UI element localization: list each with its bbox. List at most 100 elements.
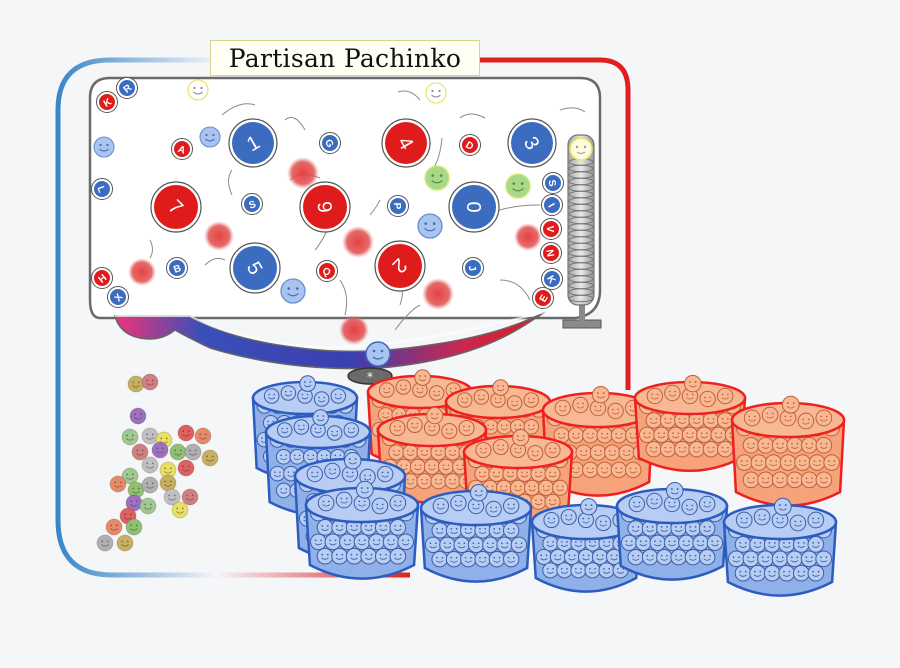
- ball-launcher-tube: [562, 134, 602, 329]
- small-peg-B: B: [166, 257, 188, 279]
- loose-ball: [177, 459, 195, 477]
- blue-bucket: [530, 498, 642, 593]
- drain-hole: [347, 367, 393, 385]
- loose-ball: [194, 427, 212, 445]
- red-ball-blurred: [422, 278, 454, 310]
- small-peg-label: P: [391, 203, 402, 210]
- small-peg-N: N: [540, 242, 562, 264]
- loose-ball: [129, 407, 147, 425]
- big-peg-4: 4: [381, 118, 431, 168]
- blue-ball: [280, 278, 306, 304]
- small-peg-X: X: [107, 286, 129, 308]
- red-ball-blurred: [514, 223, 542, 251]
- blue-ball: [417, 213, 443, 239]
- outer-frame: [480, 57, 631, 390]
- small-peg-G: G: [319, 132, 341, 154]
- small-peg-S: S: [241, 193, 263, 215]
- red-bucket: [730, 395, 846, 507]
- tube-top-ball: [569, 137, 593, 161]
- small-peg-J: J: [462, 257, 484, 279]
- loose-ball: [139, 497, 157, 515]
- small-peg-V: V: [540, 218, 562, 240]
- small-peg-label: S: [546, 179, 558, 188]
- red-ball-blurred: [128, 258, 156, 286]
- small-peg-label: A: [176, 144, 187, 157]
- loose-ball: [159, 474, 177, 492]
- small-peg-label: S: [247, 199, 257, 212]
- small-peg-P: P: [387, 195, 409, 217]
- loose-ball: [109, 475, 127, 493]
- big-peg-5: 5: [229, 242, 281, 294]
- red-ball-blurred: [287, 157, 319, 189]
- small-peg-label: V: [544, 226, 555, 233]
- small-peg-label: B: [172, 263, 183, 276]
- outer-frame-left: [55, 57, 410, 578]
- small-peg-label: E: [538, 293, 551, 305]
- small-peg-label: I: [545, 202, 556, 210]
- loose-ball: [181, 488, 199, 506]
- loose-ball: [121, 428, 139, 446]
- small-peg-I: I: [541, 194, 563, 216]
- loose-ball: [141, 427, 159, 445]
- collector-tray: [114, 311, 546, 370]
- loose-ball: [184, 443, 202, 461]
- title-banner: Partisan Pachinko: [210, 40, 480, 76]
- blue-bucket: [615, 481, 729, 581]
- yellow-ball: [187, 79, 209, 101]
- loose-ball: [96, 534, 114, 552]
- small-peg-H: H: [91, 267, 113, 289]
- big-peg-label: 0: [462, 201, 484, 212]
- big-peg-1: 1: [228, 118, 278, 168]
- loose-ball: [121, 467, 139, 485]
- red-bucket: [633, 374, 747, 472]
- loose-ball: [171, 501, 189, 519]
- blue-bucket: [419, 483, 533, 583]
- small-peg-D: D: [459, 134, 481, 156]
- loose-ball: [116, 534, 134, 552]
- blue-ball: [93, 136, 115, 158]
- loose-ball: [125, 518, 143, 536]
- red-ball-blurred: [339, 315, 369, 345]
- green-ball: [424, 165, 450, 191]
- small-peg-S: S: [542, 172, 564, 194]
- blue-ball: [199, 126, 221, 148]
- page-title: Partisan Pachinko: [228, 43, 462, 73]
- loose-ball: [177, 424, 195, 442]
- small-peg-A: A: [171, 138, 193, 160]
- big-peg-2: 2: [374, 240, 426, 292]
- small-peg-label: D: [463, 140, 475, 153]
- loose-ball: [151, 441, 169, 459]
- loose-ball: [141, 373, 159, 391]
- loose-ball: [141, 456, 159, 474]
- small-peg-label: J: [466, 265, 478, 272]
- loose-ball: [105, 518, 123, 536]
- blue-bucket: [722, 497, 838, 597]
- small-peg-R: R: [116, 77, 138, 99]
- loose-ball: [201, 449, 219, 467]
- loose-ball: [163, 488, 181, 506]
- big-peg-7: 7: [150, 181, 202, 233]
- big-peg-9: 9: [299, 181, 351, 233]
- red-ball-blurred: [204, 221, 234, 251]
- loose-ball: [141, 476, 159, 494]
- small-peg-E: E: [532, 287, 554, 309]
- loose-ball: [131, 443, 149, 461]
- drain-label: *: [367, 370, 373, 384]
- small-peg-Q: Q: [316, 260, 338, 282]
- small-peg-K: K: [96, 91, 118, 113]
- red-ball-blurred: [342, 226, 374, 258]
- small-peg-label: L: [94, 185, 106, 195]
- blue-bucket: [304, 480, 420, 580]
- loose-ball: [127, 375, 145, 393]
- green-ball: [505, 173, 531, 199]
- big-peg-3: 3: [507, 118, 557, 168]
- loose-ball: [169, 443, 187, 461]
- yellow-ball: [425, 82, 447, 104]
- big-peg-label: 9: [312, 200, 336, 215]
- small-peg-L: L: [91, 178, 113, 200]
- small-peg-label: N: [543, 249, 555, 258]
- falling-ball: [365, 341, 391, 367]
- big-peg-0: 0: [448, 181, 500, 233]
- small-peg-K: K: [541, 268, 563, 290]
